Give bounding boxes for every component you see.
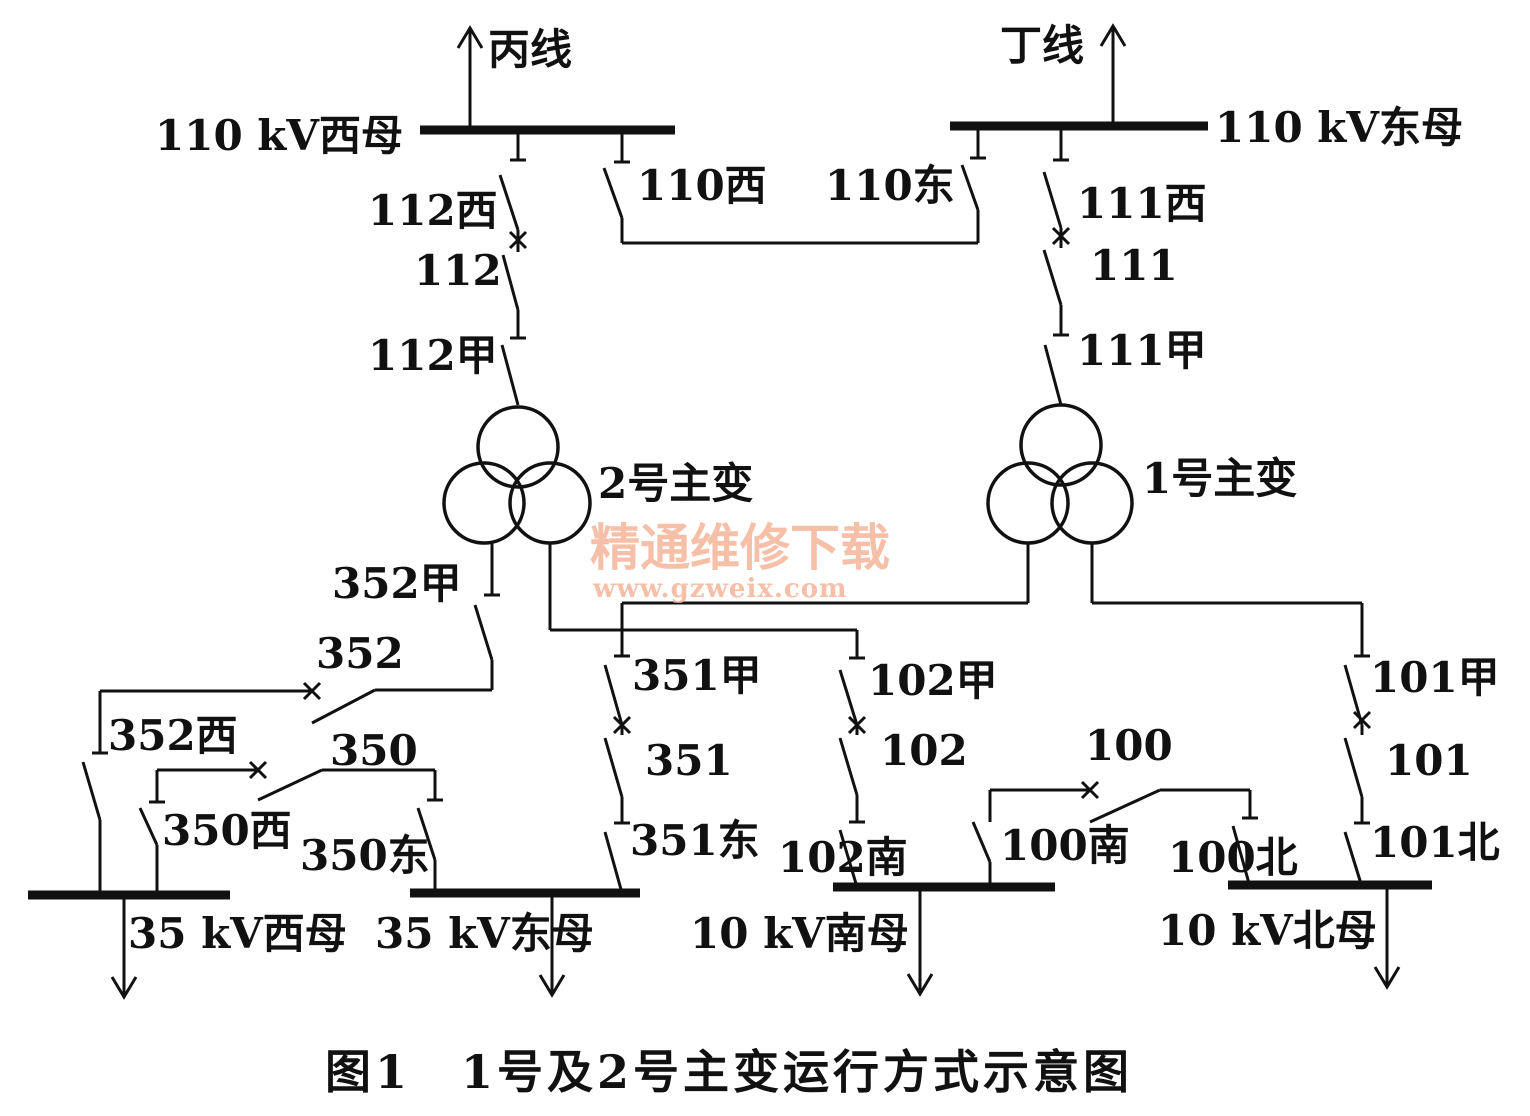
- label-sw-112-west: 112西: [368, 186, 498, 235]
- line-ding-arrow: [1099, 23, 1127, 126]
- label-line-bing: 丙线: [488, 25, 572, 74]
- label-bus-35-east: 35 kV东母: [375, 909, 594, 958]
- label-cb-111: 111: [1090, 241, 1178, 290]
- watermark-title: 精通维修下载: [590, 518, 890, 577]
- label-sw-112-jia: 112甲: [368, 331, 498, 380]
- label-sw-110-east: 110东: [825, 161, 955, 210]
- branch-2-hv: [498, 130, 528, 406]
- label-cb-352: 352: [316, 629, 404, 678]
- branch-2-35kv: [81, 543, 500, 893]
- label-bus-35-west: 35 kV西母: [128, 909, 347, 958]
- label-bus-110-east: 110 kV东母: [1215, 103, 1463, 152]
- label-sw-100-north: 100北: [1168, 833, 1298, 882]
- label-sw-102-jia: 102甲: [868, 656, 998, 705]
- label-cb-351: 351: [645, 736, 733, 785]
- label-sw-101-jia: 101甲: [1370, 653, 1500, 702]
- bus-tie-110: [602, 126, 986, 245]
- label-sw-352-jia: 352甲: [332, 559, 462, 608]
- label-sw-101-north: 101北: [1370, 818, 1500, 867]
- label-sw-111-west: 111西: [1077, 179, 1207, 228]
- label-cb-100: 100: [1085, 721, 1173, 770]
- label-cb-350: 350: [330, 726, 418, 775]
- label-sw-102-south: 102南: [778, 833, 908, 882]
- label-sw-350-west: 350西: [162, 806, 292, 855]
- label-cb-102: 102: [880, 726, 968, 775]
- figure-caption: 图1 1号及2号主变运行方式示意图: [325, 1045, 1133, 1099]
- label-sw-351-east: 351东: [630, 816, 760, 865]
- line-bing-arrow: [456, 25, 484, 130]
- bus-tie-100: [971, 780, 1258, 888]
- label-sw-350-east: 350东: [300, 831, 430, 880]
- label-sw-111-jia: 111甲: [1077, 326, 1207, 375]
- branch-1-hv: [1042, 126, 1071, 406]
- transformer-1-symbol: [986, 403, 1134, 545]
- label-sw-351-jia: 351甲: [632, 651, 762, 700]
- branch-1-35kv: [603, 543, 1030, 894]
- label-bus-110-west: 110 kV西母: [155, 111, 403, 160]
- feeder-arrow-35-west: [110, 895, 138, 1000]
- label-transformer-1: 1号主变: [1142, 454, 1297, 503]
- watermark-url: www.gzweix.com: [592, 574, 848, 604]
- label-transformer-2: 2号主变: [598, 459, 753, 508]
- branch-2-10kv: [548, 543, 867, 888]
- label-cb-112: 112: [414, 246, 502, 295]
- label-line-ding: 丁线: [1000, 21, 1084, 70]
- label-sw-100-south: 100南: [1000, 821, 1130, 870]
- bus-tie-350: [138, 760, 443, 893]
- label-bus-10-north: 10 kV北母: [1158, 906, 1377, 955]
- feeder-arrow-35-east: [538, 893, 566, 998]
- feeder-arrow-10-south: [906, 887, 934, 997]
- feeder-arrow-10-north: [1373, 885, 1401, 990]
- label-bus-10-south: 10 kV南母: [690, 909, 909, 958]
- branch-1-10kv: [1090, 543, 1372, 888]
- label-cb-101: 101: [1385, 736, 1473, 785]
- transformer-2-symbol: [442, 405, 592, 545]
- label-sw-352-west: 352西: [108, 711, 238, 760]
- label-sw-110-west: 110西: [637, 161, 767, 210]
